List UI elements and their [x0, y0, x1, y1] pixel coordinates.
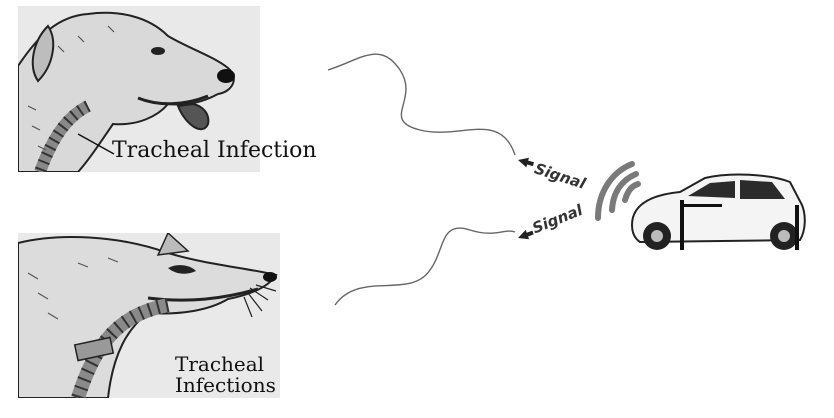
wolf-head-icon	[18, 233, 278, 398]
arrow-icon	[518, 157, 534, 168]
car-icon	[630, 173, 806, 250]
bottom-caption-line1: Tracheal	[175, 352, 265, 376]
bottom-caption-line2: Infections	[175, 373, 276, 397]
top-wave-line	[327, 53, 516, 156]
top-caption: Tracheal Infection	[112, 138, 317, 163]
dog-head-icon	[18, 11, 235, 172]
wolf-illustration	[18, 233, 280, 398]
bottom-wave-line	[334, 227, 516, 306]
arrow-icon	[518, 229, 534, 240]
dog-illustration	[18, 6, 260, 172]
wifi-signal-icon	[595, 161, 641, 221]
bottom-caption: Tracheal Infections	[175, 354, 276, 396]
